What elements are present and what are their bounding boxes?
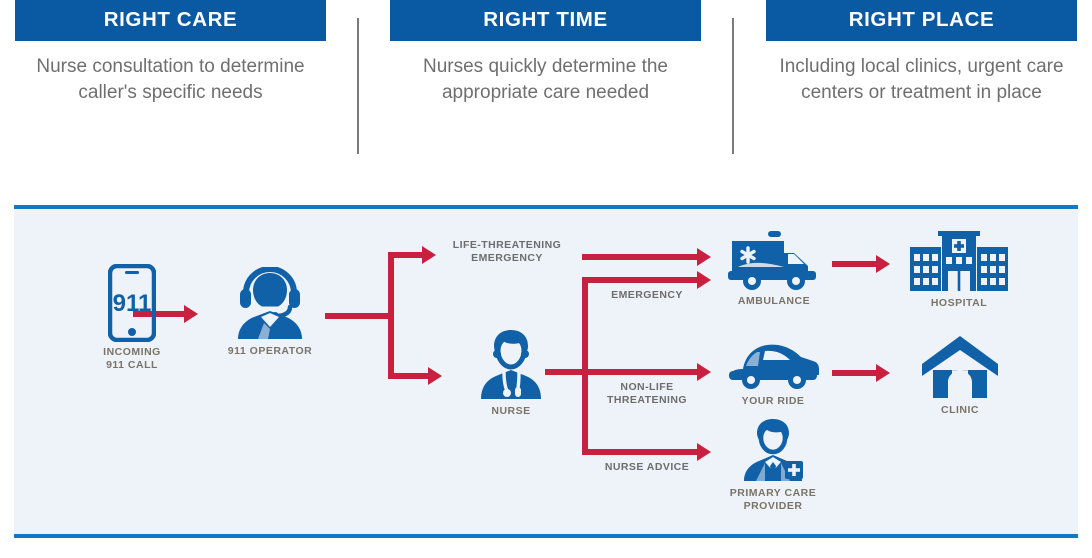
arrow-operator-trunk bbox=[325, 313, 391, 319]
node-caption-ambulance: AMBULANCE bbox=[737, 295, 811, 307]
arrow-call-to-operator-line bbox=[133, 311, 184, 317]
node-911-operator: 911 OPERATOR bbox=[212, 267, 328, 358]
flow-label-non-life-threatening: NON-LIFE THREATENING bbox=[606, 381, 687, 406]
nurse-icon bbox=[461, 327, 561, 401]
smartphone-911-icon: 911 bbox=[82, 264, 182, 342]
arrow-nurse-trunk bbox=[545, 369, 600, 375]
node-incoming-911-call: 911 INCOMING 911 CALL bbox=[82, 264, 182, 372]
node-ambulance: AMBULANCE bbox=[709, 231, 839, 308]
node-caption-clinic: CLINIC bbox=[941, 404, 979, 416]
flow-label-life-threatening: LIFE-THREATENING EMERGENCY bbox=[452, 239, 562, 264]
column-body-right-time: Nurses quickly determine the appropriate… bbox=[423, 55, 668, 103]
arrow-your-ride-to-clinic-line bbox=[832, 370, 876, 376]
arrow-emergency-to-ambulance-head bbox=[697, 271, 711, 289]
arrow-your-ride-to-clinic-head bbox=[876, 364, 890, 382]
car-icon bbox=[713, 339, 833, 391]
column-divider-1 bbox=[357, 18, 359, 154]
arrow-ambulance-to-hospital-head bbox=[876, 255, 890, 273]
arrow-nurse-advice-to-pcp-head bbox=[697, 443, 711, 461]
column-title-right-care: RIGHT CARE bbox=[15, 0, 326, 41]
flow-diagram-panel: LIFE-THREATENING EMERGENCY EMERGENCY NON… bbox=[14, 205, 1078, 538]
node-hospital: HOSPITAL bbox=[900, 231, 1018, 310]
column-divider-2 bbox=[732, 18, 734, 154]
hospital-building-icon bbox=[900, 231, 1018, 293]
column-right-place: RIGHT PLACE Including local clinics, urg… bbox=[766, 0, 1077, 106]
arrow-nurse-advice-to-pcp-line bbox=[582, 449, 697, 455]
arrow-branch-life-threatening-head bbox=[422, 246, 436, 264]
svg-text:911: 911 bbox=[113, 290, 152, 317]
node-caption-incoming-911-call: INCOMING 911 CALL bbox=[103, 346, 161, 371]
node-caption-911-operator: 911 OPERATOR bbox=[227, 345, 313, 357]
doctor-icon bbox=[708, 417, 838, 483]
column-right-care: RIGHT CARE Nurse consultation to determi… bbox=[15, 0, 326, 106]
node-caption-primary-care-provider: PRIMARY CARE PROVIDER bbox=[729, 487, 817, 512]
column-right-time: RIGHT TIME Nurses quickly determine the … bbox=[390, 0, 701, 106]
column-title-right-time: RIGHT TIME bbox=[390, 0, 701, 41]
arrow-life-threatening-to-ambulance-head bbox=[697, 248, 711, 266]
arrow-non-life-to-your-ride-line bbox=[582, 369, 697, 375]
arrow-ambulance-to-hospital-line bbox=[832, 261, 876, 267]
column-body-right-care: Nurse consultation to determine caller's… bbox=[36, 55, 305, 103]
arrow-emergency-to-ambulance-line bbox=[582, 277, 697, 283]
node-primary-care-provider: PRIMARY CARE PROVIDER bbox=[708, 417, 838, 513]
arrow-branch-nurse-head bbox=[428, 367, 442, 385]
column-title-right-place: RIGHT PLACE bbox=[766, 0, 1077, 41]
flow-label-nurse-advice: NURSE ADVICE bbox=[604, 461, 690, 473]
arrow-life-threatening-to-ambulance-line bbox=[582, 254, 697, 260]
node-caption-hospital: HOSPITAL bbox=[930, 297, 988, 309]
node-your-ride: YOUR RIDE bbox=[713, 339, 833, 408]
split-bus-vertical-1 bbox=[388, 252, 394, 379]
arrow-non-life-to-your-ride-head bbox=[697, 363, 711, 381]
arrow-branch-life-threatening-line bbox=[388, 252, 422, 258]
arrow-branch-nurse-line bbox=[388, 373, 428, 379]
ambulance-icon bbox=[709, 231, 839, 291]
node-nurse: NURSE bbox=[461, 327, 561, 418]
node-clinic: CLINIC bbox=[910, 334, 1010, 417]
flow-label-emergency: EMERGENCY bbox=[611, 289, 683, 301]
arrow-call-to-operator-head bbox=[184, 305, 198, 323]
headset-operator-icon bbox=[212, 267, 328, 341]
node-caption-your-ride: YOUR RIDE bbox=[741, 395, 805, 407]
column-body-right-place: Including local clinics, urgent care cen… bbox=[779, 55, 1064, 103]
clinic-house-icon bbox=[910, 334, 1010, 400]
node-caption-nurse: NURSE bbox=[491, 405, 531, 417]
split-bus-vertical-2 bbox=[582, 277, 588, 455]
